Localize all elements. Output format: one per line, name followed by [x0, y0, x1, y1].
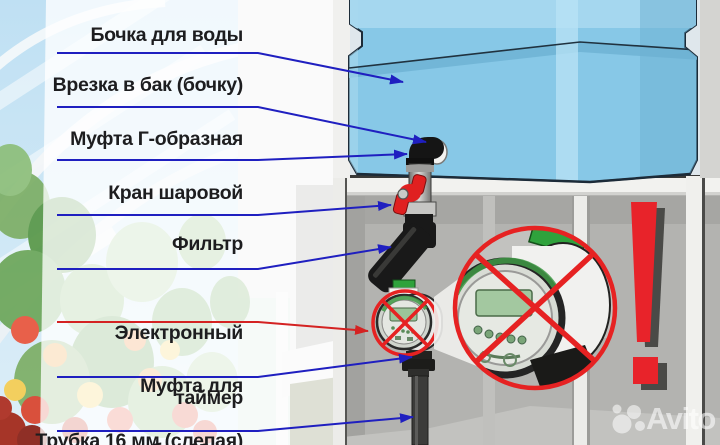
leader-timer-red [57, 321, 369, 335]
water-barrel [348, 0, 698, 184]
leader-bulkhead [57, 106, 427, 145]
leader-filter [57, 244, 392, 270]
label-panel [40, 0, 338, 445]
drip-tube [411, 375, 429, 445]
label-water-barrel: Бочка для воды [90, 24, 243, 46]
plumbing [368, 137, 448, 445]
leader-valve [57, 200, 392, 216]
leader-elbow [57, 149, 408, 161]
label-elbow-coupling: Муфта Г-образная [70, 128, 243, 150]
ball-valve [392, 174, 427, 216]
label-electronic-timer: Электронный таймер [114, 322, 244, 409]
exclamation-mark [631, 202, 667, 390]
label-tank-insert: Врезка в бак (бочку) [52, 74, 244, 96]
stand-right-leg [686, 176, 702, 445]
elbow-coupling [409, 137, 444, 183]
avito-logo-icon [612, 404, 645, 434]
leader-coupling16 [57, 353, 413, 378]
label-ball-valve: Кран шаровой [108, 182, 243, 204]
label-filter: Фильтр [172, 233, 243, 255]
label-coupling-16mm: Муфта для трубки 16 мм [119, 375, 243, 445]
filter [368, 214, 436, 293]
stand-left-leg [333, 178, 346, 445]
leader-tube [57, 413, 414, 432]
label-tube-16mm: Трубка 16 мм (слепая) или садовый шланг [35, 430, 243, 445]
avito-watermark: Avito [646, 401, 716, 436]
leader-barrel [57, 52, 404, 85]
leader-lines [57, 52, 427, 432]
